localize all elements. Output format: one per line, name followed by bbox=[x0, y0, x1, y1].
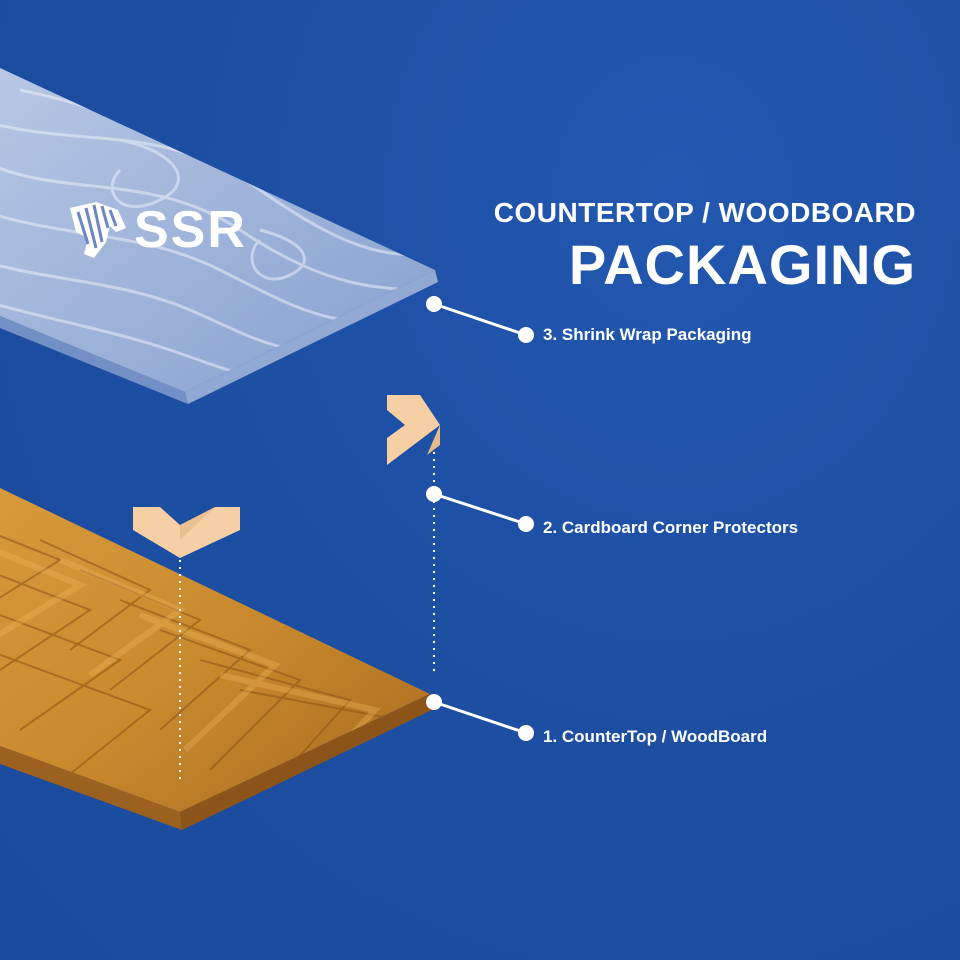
page-title: COUNTERTOP / WOODBOARD PACKAGING bbox=[494, 196, 916, 298]
callout-label-corner-protectors: 2. Cardboard Corner Protectors bbox=[543, 518, 799, 537]
title-line-2: PACKAGING bbox=[568, 233, 916, 296]
brand-name: SSR bbox=[134, 201, 247, 259]
callout-connector-1 bbox=[426, 694, 534, 741]
brand-logo: SSR bbox=[66, 198, 247, 262]
corner-protector-left bbox=[133, 507, 240, 558]
callout-label-countertop: 1. CounterTop / WoodBoard bbox=[543, 727, 768, 746]
corner-protector-right bbox=[387, 395, 440, 465]
callout-connector-2 bbox=[426, 486, 534, 532]
title-line-1: COUNTERTOP / WOODBOARD bbox=[493, 197, 916, 228]
zebra-head-icon bbox=[70, 202, 126, 258]
wood-countertop bbox=[0, 488, 432, 830]
callout-connector-3 bbox=[426, 296, 534, 343]
callout-label-shrink-wrap: 3. Shrink Wrap Packaging bbox=[543, 325, 752, 344]
